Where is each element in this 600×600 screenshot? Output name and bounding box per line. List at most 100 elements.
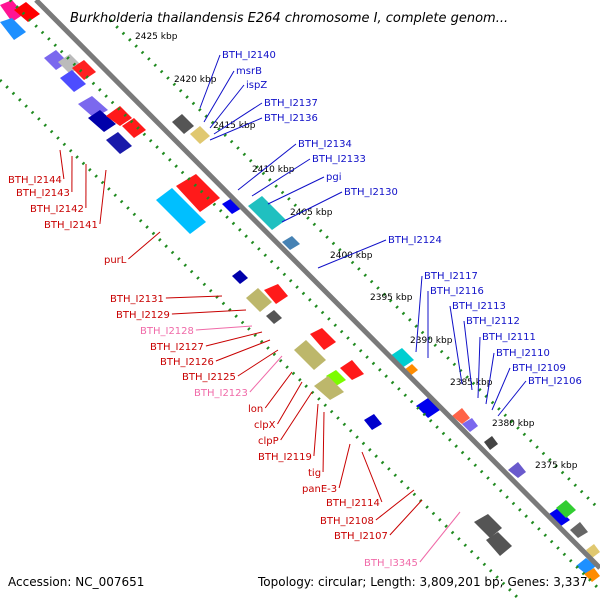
forward-gene-label[interactable]: BTH_I2136 [264,113,318,124]
gene-block[interactable] [172,114,194,134]
gene-block[interactable] [310,328,336,350]
reverse-gene-label[interactable]: BTH_I2131 [110,294,164,305]
forward-gene-label[interactable]: BTH_I2134 [298,139,352,150]
gene-block[interactable] [232,270,248,284]
forward-gene-label[interactable]: ispZ [246,80,267,91]
gene-block[interactable] [14,2,40,22]
leader-line [281,191,343,223]
leader-line [463,320,473,391]
gene-block[interactable] [246,288,272,312]
leader-line [213,102,263,135]
forward-gene-label[interactable]: BTH_I2106 [528,376,582,387]
forward-gene-label[interactable]: pgi [326,172,341,183]
reverse-gene-label[interactable]: BTH_I2127 [150,342,204,353]
forward-gene-label[interactable]: BTH_I2113 [452,301,506,312]
gene-block[interactable] [294,340,326,370]
leader-line [249,355,283,393]
gene-block[interactable] [60,70,86,92]
reverse-gene-label[interactable]: BTH_I2108 [320,516,374,527]
gene-block[interactable] [474,514,502,538]
reverse-gene-label[interactable]: clpX [254,420,276,431]
gene-block[interactable] [264,284,288,304]
gene-block[interactable] [556,500,576,518]
leader-line [251,158,311,197]
forward-gene-label[interactable]: BTH_I2137 [264,98,318,109]
gene-block[interactable] [122,118,146,138]
gene-block[interactable] [486,532,512,556]
leader-line [322,411,325,473]
gene-block[interactable] [462,418,478,432]
reverse-gene-label[interactable]: BTH_I2125 [182,372,236,383]
reverse-gene-label[interactable]: BTH_I2144 [8,175,62,186]
reverse-dotted-track [0,78,522,600]
reverse-gene-label[interactable]: BTH_I2126 [160,357,214,368]
reverse-gene-label[interactable]: BTH_I2114 [326,498,380,509]
forward-gene-label[interactable]: BTH_I2110 [496,348,550,359]
gene-block[interactable] [222,198,242,214]
feature-blocks [0,0,600,582]
reverse-gene-label[interactable]: BTH_I2107 [334,531,388,542]
leader-line [338,443,351,489]
forward-gene-label[interactable]: BTH_I2133 [312,154,366,165]
leader-line [209,84,245,129]
leader-line [199,54,221,109]
gene-block[interactable] [508,462,526,478]
gene-block[interactable] [106,106,132,126]
leader-line [485,352,495,405]
gene-block[interactable] [156,188,206,234]
reverse-gene-label[interactable]: lon [248,404,263,415]
leader-line [361,451,383,503]
forward-gene-label[interactable]: BTH_I2130 [344,187,398,198]
reverse-gene-label[interactable]: BTH_I2128 [140,326,194,337]
gene-block[interactable] [106,132,132,154]
accession-text: Accession: NC_007651 [8,575,144,589]
gene-block[interactable] [72,60,96,80]
gene-block[interactable] [326,370,346,386]
gene-block[interactable] [314,376,344,400]
gene-block[interactable] [266,310,282,324]
leader-line [99,169,107,225]
gene-labels: BTH_I2140 msrB ispZ BTH_I2137BTH_I2136BTH_I… [8,50,582,569]
gene-block[interactable] [0,18,26,40]
reverse-gene-label[interactable]: BTH_I2123 [194,388,248,399]
reverse-gene-label[interactable]: BTH_I3345 [364,558,418,569]
label-leaders [59,54,527,563]
gene-block[interactable] [248,196,286,230]
forward-gene-label[interactable]: BTH_I2117 [424,271,478,282]
gene-block[interactable] [176,174,220,212]
leader-line [209,117,263,141]
reverse-gene-label[interactable]: BTH_I2119 [258,452,312,463]
forward-gene-label[interactable]: BTH_I2140 [222,50,276,61]
gene-block[interactable] [570,522,588,538]
forward-gene-label[interactable]: BTH_I2124 [388,235,442,246]
leader-line [264,371,293,409]
gene-block[interactable] [190,126,210,144]
reverse-gene-label[interactable]: BTH_I2129 [116,310,170,321]
reverse-gene-label[interactable]: BTH_I2143 [16,188,70,199]
leader-line [205,331,263,347]
forward-gene-label[interactable]: BTH_I2116 [430,286,484,297]
reverse-gene-label[interactable]: BTH_I2141 [44,220,98,231]
forward-gene-label[interactable]: msrB [236,66,262,77]
gene-block[interactable] [282,236,300,250]
gene-block[interactable] [484,436,498,450]
gene-block[interactable] [340,360,364,380]
reverse-gene-label[interactable]: tig [308,468,321,479]
gene-block[interactable] [546,508,570,528]
gene-block[interactable] [364,414,382,430]
reverse-gene-label[interactable]: clpP [258,436,279,447]
kbp-tick-label: 2410 kbp [252,165,295,175]
reverse-gene-label[interactable]: purL [104,255,127,266]
gene-block[interactable] [416,398,440,418]
forward-gene-label[interactable]: BTH_I2109 [512,363,566,374]
gene-block[interactable] [0,0,24,22]
gene-block[interactable] [390,348,414,368]
gene-block[interactable] [88,110,116,132]
forward-gene-label[interactable]: BTH_I2111 [482,332,536,343]
forward-gene-label[interactable]: BTH_I2112 [466,316,520,327]
reverse-gene-label[interactable]: BTH_I2142 [30,204,84,215]
gene-block[interactable] [452,408,470,424]
reverse-gene-label[interactable]: panE-3 [302,484,337,495]
gene-block[interactable] [584,568,600,582]
